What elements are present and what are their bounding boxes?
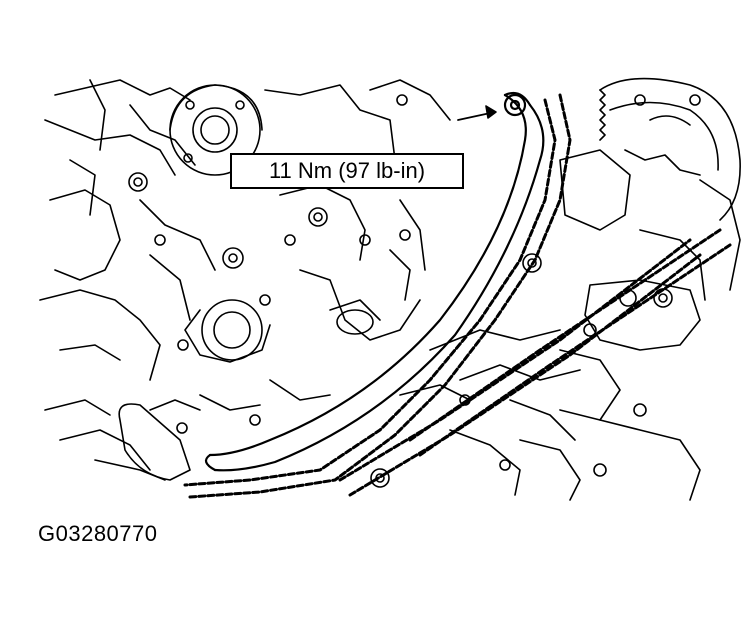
lower-plate (399, 329, 581, 471)
torque-spec-label: 11 Nm (97 lb-in) (230, 153, 464, 189)
right-housing (449, 149, 741, 501)
cam-sprocket-right (599, 77, 741, 221)
timing-chain-lower (338, 238, 702, 497)
center-housing (154, 79, 451, 411)
engine-block-outline (39, 79, 216, 481)
callout-arrow (457, 105, 497, 121)
figure-id: G03280770 (38, 521, 158, 546)
chain-guide-arm (204, 91, 545, 472)
pulley-middle (177, 294, 271, 363)
pulley-top-left (169, 84, 263, 176)
bracket-lower-left (118, 399, 261, 481)
timing-chain-top (183, 93, 572, 499)
